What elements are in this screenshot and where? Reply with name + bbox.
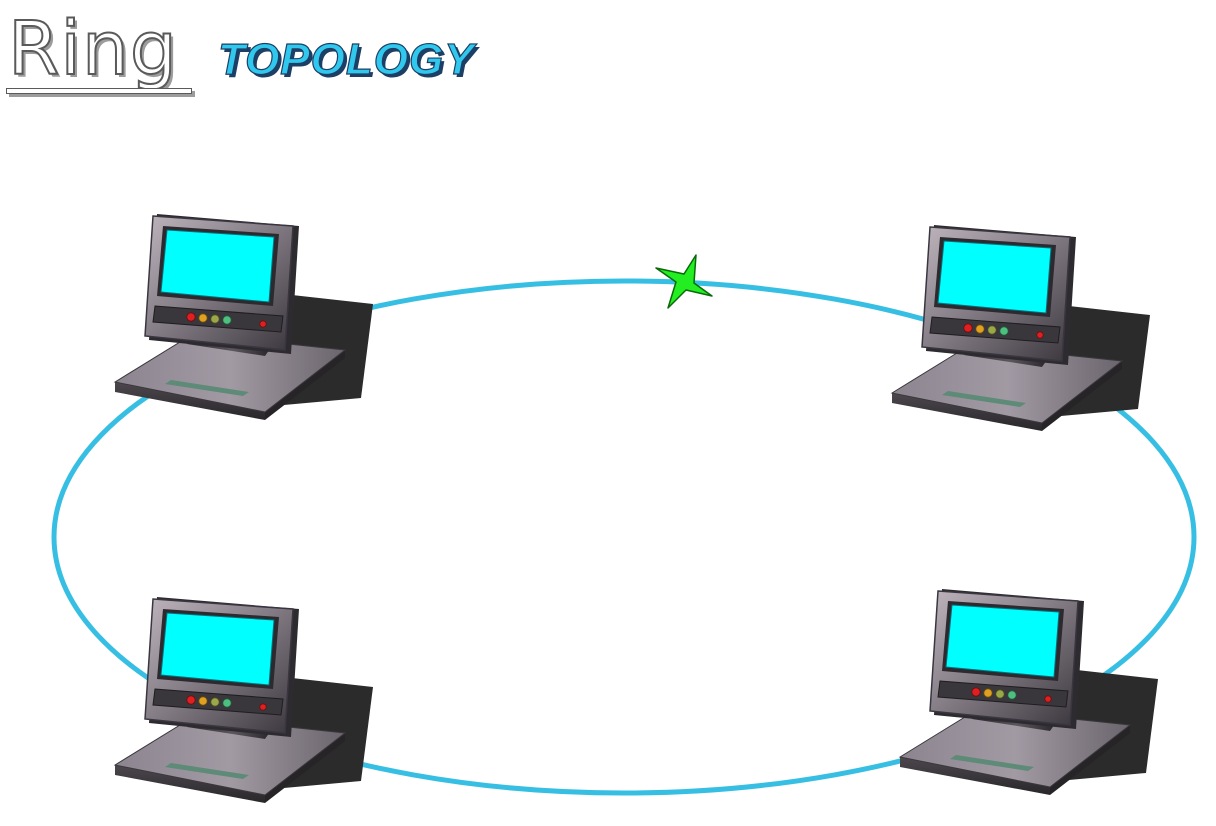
title-ring-word: Ring <box>7 5 178 93</box>
ring-cable <box>51 278 1197 796</box>
title-topology-word: TOPOLOGY <box>217 34 475 84</box>
computer-bottom-left[interactable] <box>114 596 374 804</box>
title-underline <box>6 88 192 94</box>
computer-top-right[interactable] <box>891 224 1151 432</box>
computer-bottom-right[interactable] <box>899 588 1159 796</box>
computer-top-left[interactable] <box>114 213 374 421</box>
data-token-icon <box>655 254 713 309</box>
